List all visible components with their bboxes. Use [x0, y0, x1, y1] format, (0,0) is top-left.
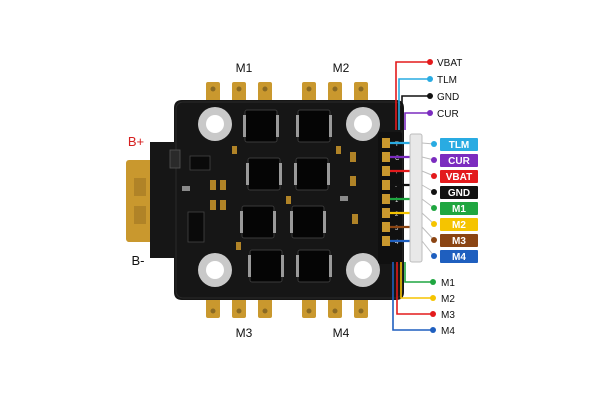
pad-number: - [395, 184, 397, 190]
wire-end-dot [430, 295, 436, 301]
smd-components [169, 146, 358, 250]
battery-negative-label: B- [132, 253, 145, 268]
motor-label-top-right: M2 [333, 61, 350, 75]
motor-pad [354, 82, 368, 104]
pin-dot [431, 173, 437, 179]
pin-label-box [440, 250, 478, 263]
wire-end-dot [430, 311, 436, 317]
bottom-wire [392, 262, 433, 331]
motor-pad [328, 82, 342, 104]
pin-label-box [440, 218, 478, 231]
pin-label-box [440, 154, 478, 167]
wire-end-dot [427, 110, 433, 116]
motor-label-top-left: M1 [236, 61, 253, 75]
wire-end-dot [427, 76, 433, 82]
motor-pad [302, 296, 316, 318]
pin-label-box [440, 202, 478, 215]
wire-end-dot [430, 327, 436, 333]
motor-pad [206, 82, 220, 104]
pin-label-box [440, 170, 478, 183]
bottom-wire-label: M1 [441, 278, 455, 289]
pad-number: + [395, 170, 399, 176]
pin-label: CUR [448, 156, 470, 167]
motor-pad [258, 296, 272, 318]
battery-pads [126, 160, 156, 242]
top-wire [398, 78, 430, 130]
pad-number: C [395, 156, 400, 162]
pin-label: VBAT [446, 172, 472, 183]
top-wire [404, 112, 430, 130]
top-wire-label: CUR [437, 109, 459, 120]
pin-label: M3 [452, 236, 466, 247]
motor-pad [232, 296, 246, 318]
connector-housing [409, 133, 423, 263]
pin-label-box [440, 138, 478, 151]
pin-label: TLM [449, 140, 470, 151]
motor-pad [206, 296, 220, 318]
motor-pad [328, 296, 342, 318]
top-pad-wires: VBAT TLM GND CUR [395, 58, 462, 130]
pad-number: 2 [395, 212, 399, 218]
pin-label: M1 [452, 204, 466, 215]
motor-pads [206, 82, 368, 318]
mounting-holes [198, 107, 380, 287]
pin-label: GND [448, 188, 470, 199]
pin-dot [431, 141, 437, 147]
bottom-wire-label: M4 [441, 326, 455, 337]
connector-cable [390, 141, 410, 243]
power-chips [241, 109, 331, 283]
top-wire-label: VBAT [437, 58, 462, 69]
pin-dot [431, 221, 437, 227]
battery-positive-label: B+ [128, 134, 144, 149]
motor-pad [302, 82, 316, 104]
pin-label: M2 [452, 220, 466, 231]
bottom-wire-label: M3 [441, 310, 455, 321]
wire-end-dot [427, 59, 433, 65]
pin-dot [431, 205, 437, 211]
pin-leader-line [421, 240, 435, 257]
pin-label: M4 [452, 252, 466, 263]
pad-number: 3 [395, 226, 399, 232]
pad-number: T [395, 142, 399, 148]
top-wire-label: TLM [437, 75, 457, 86]
top-wire-label: GND [437, 92, 459, 103]
wire-end-dot [427, 93, 433, 99]
bottom-wire [400, 262, 433, 299]
bottom-wire-label: M2 [441, 294, 455, 305]
pin-dot [431, 253, 437, 259]
pin-dot [431, 189, 437, 195]
pad-number: 4 [395, 240, 399, 246]
pin-dot [431, 157, 437, 163]
motor-pad [354, 296, 368, 318]
motor-pad [258, 82, 272, 104]
motor-label-bottom-left: M3 [236, 326, 253, 340]
motor-label-bottom-right: M4 [333, 326, 350, 340]
pin-label-box [440, 234, 478, 247]
bottom-wire [404, 262, 433, 283]
battery-pad [126, 160, 156, 242]
pin-label-box [440, 186, 478, 199]
pin-dot [431, 237, 437, 243]
top-wire [395, 61, 430, 130]
top-wire [401, 95, 430, 130]
pad-number: 1 [395, 198, 399, 204]
motor-pad [232, 82, 246, 104]
wire-end-dot [430, 279, 436, 285]
bottom-wire [396, 262, 433, 315]
